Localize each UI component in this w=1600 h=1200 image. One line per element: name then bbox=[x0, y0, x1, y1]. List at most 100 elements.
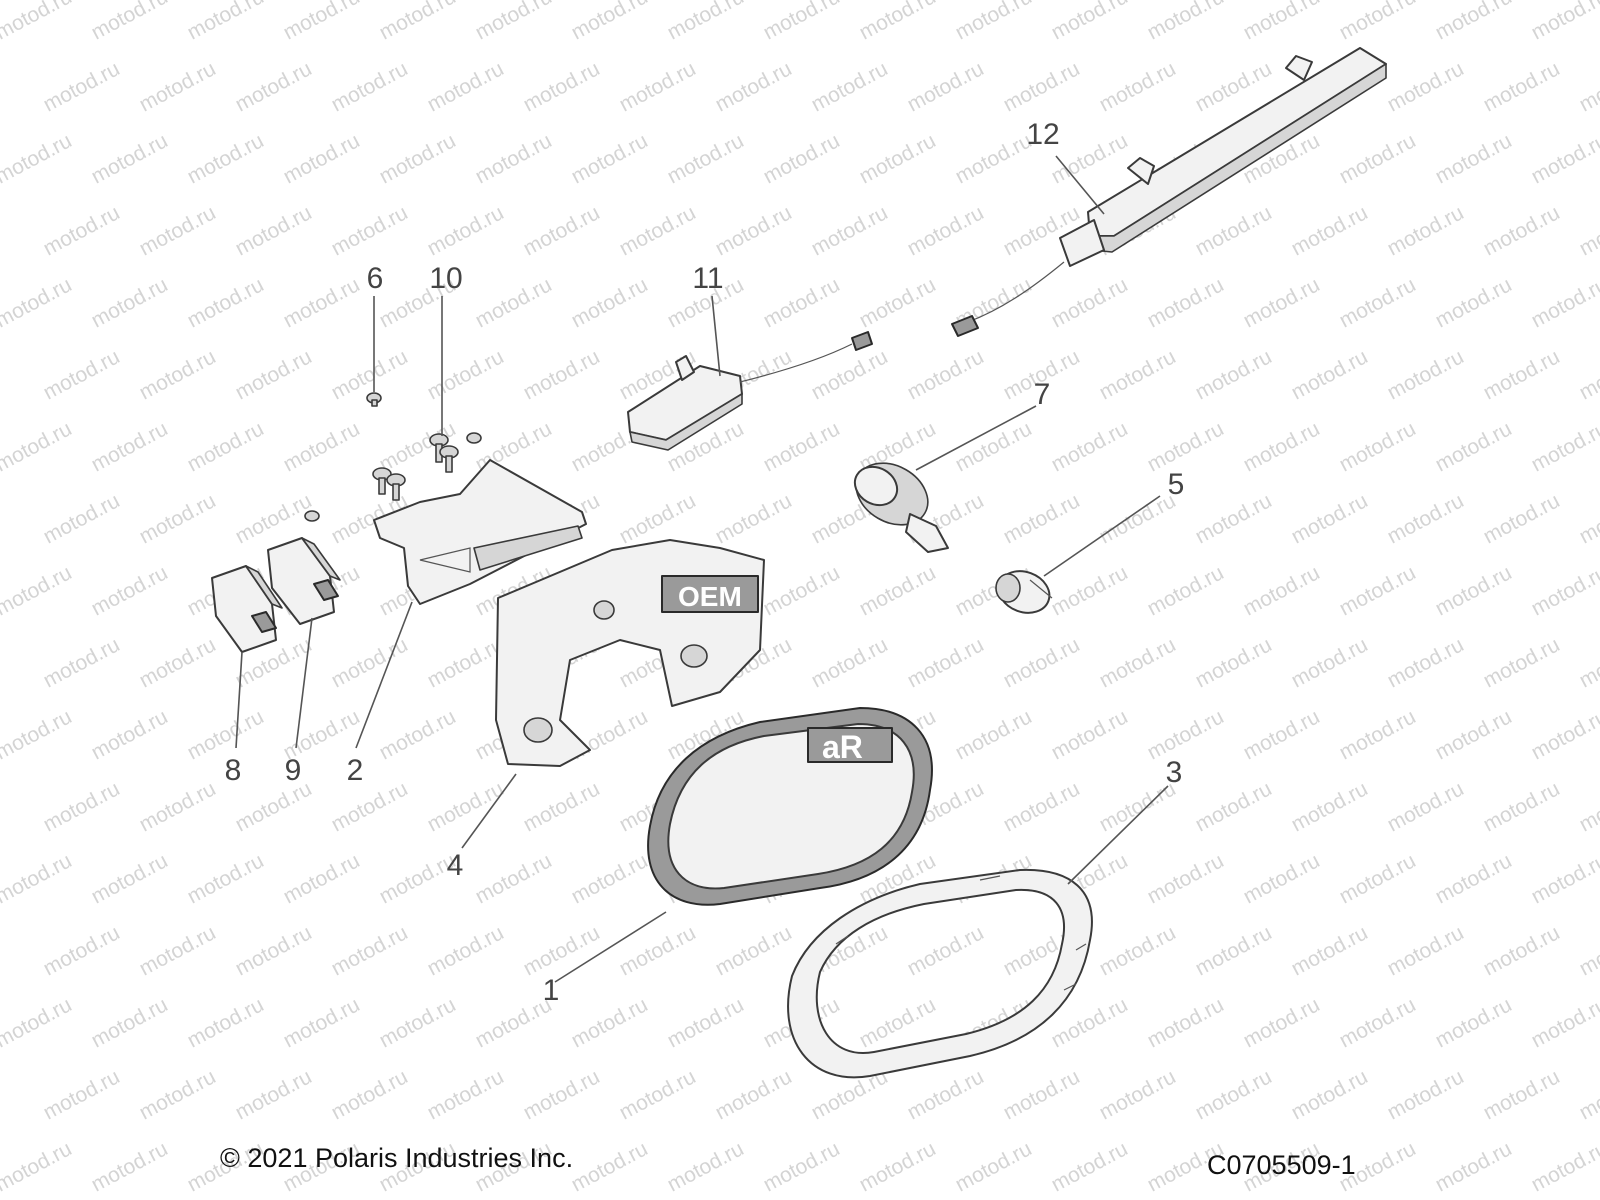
part-4-cluster-housing bbox=[495, 539, 765, 767]
watermark-text: motod.ru bbox=[184, 993, 268, 1052]
part-7-ignition-switch bbox=[853, 462, 949, 553]
watermark-text: motod.ru bbox=[520, 921, 604, 980]
watermark-text: motod.ru bbox=[1288, 489, 1372, 548]
watermark-text: motod.ru bbox=[1144, 849, 1228, 908]
watermark-text: motod.ru bbox=[616, 1065, 700, 1124]
watermark-text: motod.ru bbox=[328, 633, 412, 692]
watermark-text: motod.ru bbox=[232, 1065, 316, 1124]
callout-1: 1 bbox=[543, 974, 560, 1007]
leader-2 bbox=[355, 601, 413, 749]
watermark-text: motod.ru bbox=[88, 849, 172, 908]
watermark-text: motod.ru bbox=[904, 921, 988, 980]
overlay-ar-mark: aR bbox=[822, 729, 863, 765]
watermark-text: motod.ru bbox=[1480, 921, 1564, 980]
watermark-text: motod.ru bbox=[1336, 129, 1420, 188]
watermark-text: motod.ru bbox=[0, 561, 76, 620]
watermark-text: motod.ru bbox=[1480, 201, 1564, 260]
leader-1 bbox=[554, 911, 667, 983]
watermark-text: motod.ru bbox=[1576, 57, 1600, 116]
watermark-text: motod.ru bbox=[1384, 489, 1468, 548]
watermark-text: motod.ru bbox=[1192, 1065, 1276, 1124]
watermark-text: motod.ru bbox=[616, 921, 700, 980]
leader-8 bbox=[235, 651, 243, 749]
watermark-text: motod.ru bbox=[1192, 633, 1276, 692]
callout-numbers: 1 2 3 4 5 6 7 8 9 10 11 12 bbox=[225, 118, 1185, 1007]
watermark-text: motod.ru bbox=[1336, 849, 1420, 908]
watermark-text: motod.ru bbox=[1480, 489, 1564, 548]
watermark-text: motod.ru bbox=[88, 129, 172, 188]
part-5-plug bbox=[995, 570, 1053, 614]
watermark-text: motod.ru bbox=[0, 1137, 76, 1196]
watermark-text: motod.ru bbox=[1528, 0, 1600, 44]
watermark-text: motod.ru bbox=[1336, 0, 1420, 44]
watermark-text: motod.ru bbox=[0, 417, 76, 476]
watermark-text: motod.ru bbox=[1384, 633, 1468, 692]
watermark-text: motod.ru bbox=[136, 345, 220, 404]
watermark-text: motod.ru bbox=[1240, 561, 1324, 620]
svg-text:OEM: OEM bbox=[678, 581, 742, 612]
watermark-text: motod.ru bbox=[1432, 1137, 1516, 1196]
watermark-text: motod.ru bbox=[0, 993, 76, 1052]
watermark-text: motod.ru bbox=[1192, 201, 1276, 260]
watermark-text: motod.ru bbox=[1576, 921, 1600, 980]
watermark-text: motod.ru bbox=[1096, 57, 1180, 116]
watermark-text: motod.ru bbox=[88, 1137, 172, 1196]
watermark-text: motod.ru bbox=[1000, 777, 1084, 836]
watermark-text: motod.ru bbox=[1432, 273, 1516, 332]
watermark-text: motod.ru bbox=[1144, 417, 1228, 476]
watermark-text: motod.ru bbox=[952, 1137, 1036, 1196]
watermark-text: motod.ru bbox=[1432, 0, 1516, 44]
watermark-text: motod.ru bbox=[520, 777, 604, 836]
part-9-switch bbox=[267, 537, 341, 625]
watermark-text: motod.ru bbox=[1288, 1065, 1372, 1124]
watermark-text: motod.ru bbox=[1384, 57, 1468, 116]
watermark-text: motod.ru bbox=[376, 993, 460, 1052]
watermark-text: motod.ru bbox=[520, 345, 604, 404]
watermark-text: motod.ru bbox=[1096, 345, 1180, 404]
watermark-text: motod.ru bbox=[376, 129, 460, 188]
watermark-text: motod.ru bbox=[616, 489, 700, 548]
leader-4 bbox=[461, 773, 517, 849]
watermark-text: motod.ru bbox=[568, 0, 652, 44]
callout-4: 4 bbox=[447, 849, 464, 882]
watermark-text: motod.ru bbox=[1480, 777, 1564, 836]
watermark-text: motod.ru bbox=[1096, 633, 1180, 692]
watermark-text: motod.ru bbox=[0, 273, 76, 332]
watermark-text: motod.ru bbox=[1528, 993, 1600, 1052]
watermark-text: motod.ru bbox=[1432, 993, 1516, 1052]
watermark-text: motod.ru bbox=[1192, 345, 1276, 404]
watermark-text: motod.ru bbox=[328, 201, 412, 260]
watermark-text: motod.ru bbox=[952, 129, 1036, 188]
watermark-text: motod.ru bbox=[712, 921, 796, 980]
callout-7: 7 bbox=[1034, 378, 1051, 411]
watermark-text: motod.ru bbox=[952, 0, 1036, 44]
watermark-text: motod.ru bbox=[88, 417, 172, 476]
callout-2: 2 bbox=[347, 754, 364, 787]
watermark-text: motod.ru bbox=[904, 345, 988, 404]
watermark-text: motod.ru bbox=[760, 1137, 844, 1196]
watermark-text: motod.ru bbox=[808, 633, 892, 692]
watermark-text: motod.ru bbox=[1000, 1065, 1084, 1124]
watermark-text: motod.ru bbox=[136, 921, 220, 980]
diagram-part-code: C0705509-1 bbox=[1207, 1150, 1356, 1180]
watermark-text: motod.ru bbox=[1048, 1137, 1132, 1196]
watermark-text: motod.ru bbox=[808, 57, 892, 116]
watermark-text: motod.ru bbox=[136, 777, 220, 836]
watermark-text: motod.ru bbox=[328, 921, 412, 980]
watermark-text: motod.ru bbox=[1048, 273, 1132, 332]
watermark-text: motod.ru bbox=[568, 849, 652, 908]
watermark-text: motod.ru bbox=[136, 489, 220, 548]
watermark-text: motod.ru bbox=[1528, 129, 1600, 188]
part-3-bezel bbox=[787, 868, 1093, 1079]
watermark-text: motod.ru bbox=[88, 0, 172, 44]
part-12-light-bar bbox=[951, 47, 1387, 337]
leader-5 bbox=[1043, 495, 1161, 577]
watermark-text: motod.ru bbox=[1288, 201, 1372, 260]
watermark-text: motod.ru bbox=[40, 921, 124, 980]
watermark-text: motod.ru bbox=[1384, 921, 1468, 980]
watermark-text: motod.ru bbox=[472, 129, 556, 188]
watermark-text: motod.ru bbox=[1432, 561, 1516, 620]
watermark-text: motod.ru bbox=[1288, 633, 1372, 692]
watermark-text: motod.ru bbox=[1480, 345, 1564, 404]
watermark-text: motod.ru bbox=[280, 129, 364, 188]
